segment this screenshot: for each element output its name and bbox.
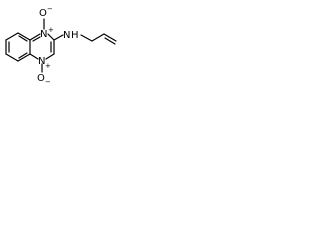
bond-ch-ch2-terminal-double [104,37,116,45]
atom-n1-label: N [40,29,47,40]
atom-o1-label: O [39,8,47,19]
bond-c8a-c8 [5,32,19,41]
bond-c8a-n1 [29,33,41,41]
bond-c3-n4 [45,53,55,60]
bond-n1-c2 [47,33,55,41]
bond-c7-c6 [5,53,19,62]
bond-c6-c5 [17,53,31,62]
pyrazine-ring [29,33,55,60]
atom-n4-charge: + [45,62,51,70]
atom-amine-n-label: N [63,30,70,41]
atom-amine-h-label: H [71,30,79,41]
atom-o4-charge: − [45,78,51,85]
atom-o4-label: O [37,73,45,84]
bond-ch2-ch [91,33,105,42]
molecule-diagram: N + O − N + O − N H [0,0,132,85]
atom-n1-charge: + [48,26,54,34]
benzene-ring [5,32,31,62]
bond-c2-nh [53,34,64,41]
molecule-svg: N + O − N + O − N H [5,5,117,85]
atom-o1-charge: − [47,5,53,13]
bond-inner-2 [18,52,28,59]
bond-inner-3 [18,35,28,42]
bond-c4a-c8a [17,32,31,41]
atom-n4-label: N [38,56,45,67]
bond-ch-ch2-terminal [103,33,117,42]
bond-inner-4 [32,36,41,42]
bond-n4-c4a [29,53,39,60]
bond-nh-ch2 [80,34,93,42]
